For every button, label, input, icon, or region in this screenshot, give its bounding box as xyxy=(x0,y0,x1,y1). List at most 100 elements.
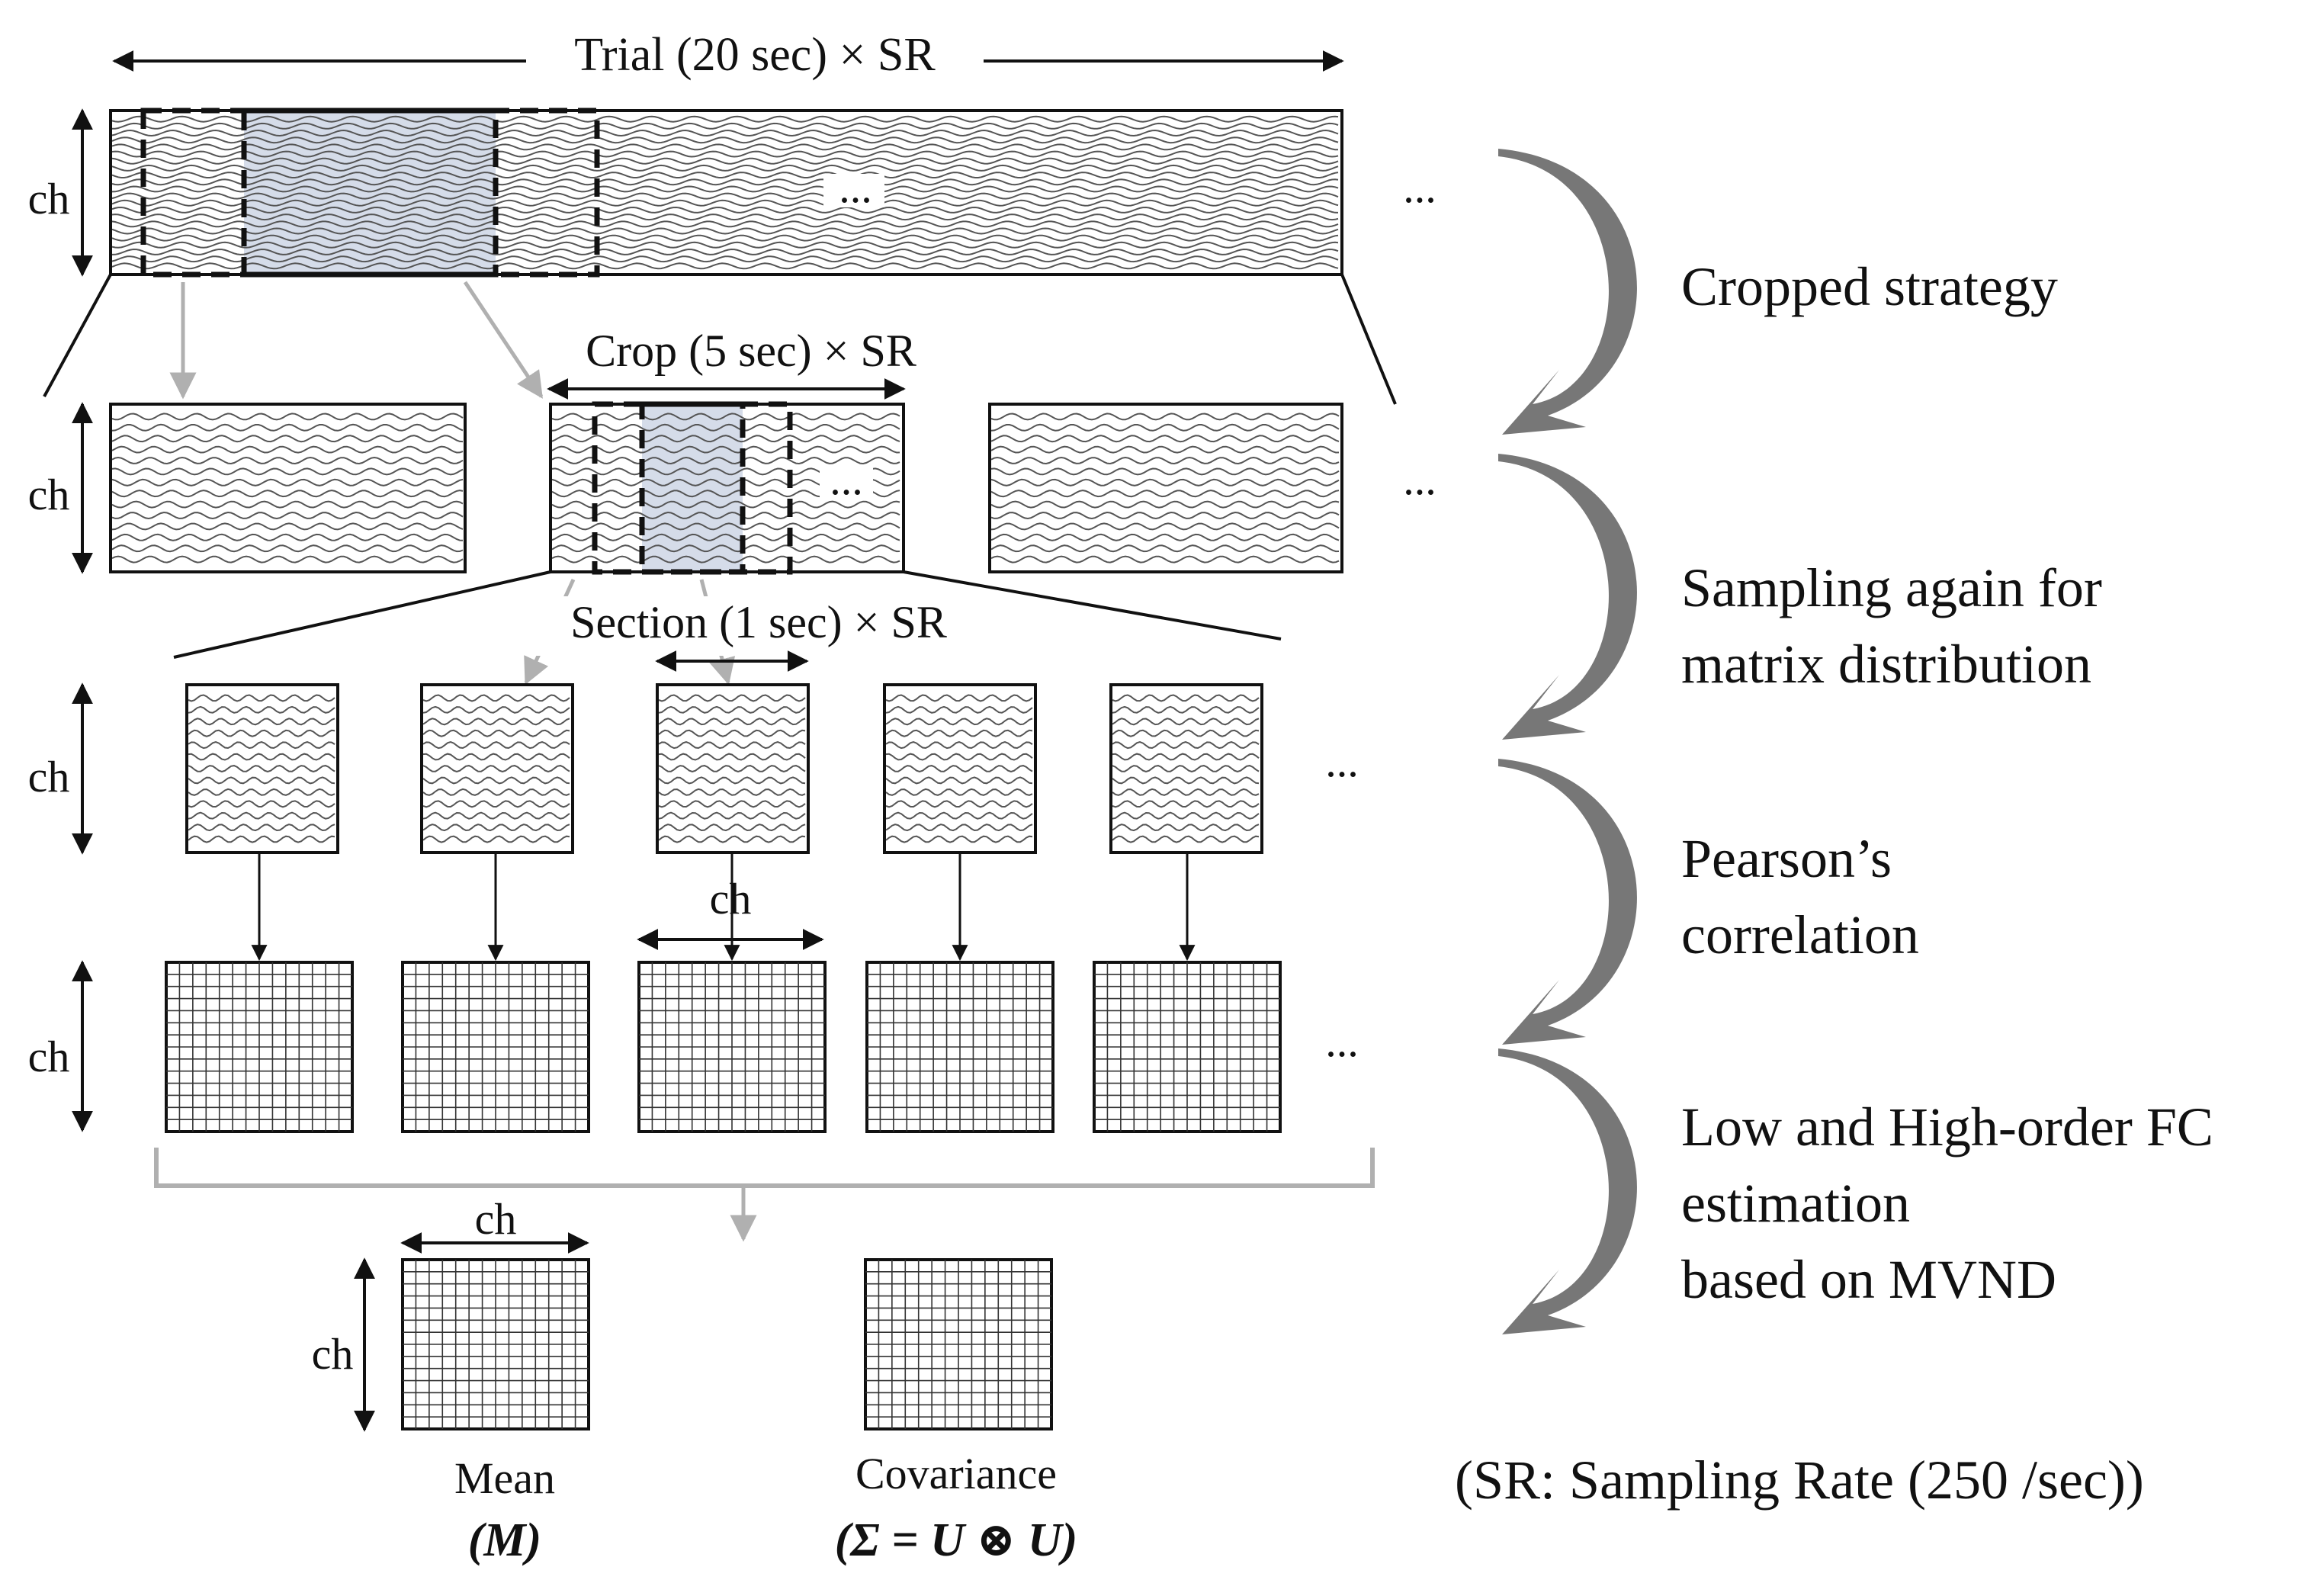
signal-wave xyxy=(1112,824,1260,832)
signal-wave xyxy=(111,533,464,541)
signal-wave xyxy=(111,478,464,486)
signal-wave xyxy=(1112,753,1260,761)
signal-wave xyxy=(111,157,1339,165)
signal-wave xyxy=(188,776,335,785)
footnote: (SR: Sampling Rate (250 /sec)) xyxy=(1455,1450,2144,1511)
signal-wave xyxy=(658,729,806,737)
curved-down-arrow-icon xyxy=(1498,759,1637,1045)
signal-wave xyxy=(422,694,570,702)
signal-wave xyxy=(188,835,335,843)
signal-wave xyxy=(658,788,806,796)
section-row-ellipsis: ... xyxy=(1325,737,1359,786)
crop-1-box xyxy=(109,403,467,573)
signal-wave xyxy=(658,824,806,832)
signal-wave xyxy=(188,800,335,808)
signal-wave xyxy=(551,423,900,432)
fc-matrix xyxy=(1093,961,1282,1133)
step-3-line-2: correlation xyxy=(1681,904,1919,965)
signal-wave xyxy=(1112,741,1260,750)
crop-row-ellipsis: ... xyxy=(1403,454,1436,504)
signal-wave xyxy=(658,765,806,773)
signal-wave xyxy=(551,435,900,443)
signal-wave xyxy=(422,776,570,785)
matrix-row-ellipsis: ... xyxy=(1325,1016,1359,1066)
signal-wave xyxy=(1112,776,1260,785)
fc-matrix xyxy=(401,961,590,1133)
signal-wave xyxy=(188,765,335,773)
signal-wave xyxy=(1112,811,1260,820)
signal-wave xyxy=(551,555,900,564)
mean-label: Mean xyxy=(454,1453,555,1503)
crop-2-waves xyxy=(551,413,900,564)
crop-3-box xyxy=(988,403,1343,573)
signal-wave xyxy=(111,467,464,476)
signal-wave xyxy=(422,753,570,761)
section-box xyxy=(420,683,574,854)
fc-matrix xyxy=(637,961,827,1133)
signal-wave xyxy=(422,729,570,737)
signal-wave xyxy=(111,248,1339,255)
signal-wave xyxy=(885,824,1033,832)
signal-wave xyxy=(990,490,1340,498)
signal-wave xyxy=(990,413,1340,421)
signal-wave xyxy=(1112,765,1260,773)
section-window xyxy=(656,683,810,854)
signal-wave xyxy=(658,753,806,761)
signal-wave xyxy=(188,694,335,702)
aggregation-bracket xyxy=(154,1148,1375,1242)
signal-wave xyxy=(111,423,464,432)
crop-label: Crop (5 sec) × SR xyxy=(586,326,916,376)
section-label: Section (1 sec) × SR xyxy=(570,597,947,647)
signal-wave xyxy=(111,136,1339,144)
signal-wave xyxy=(1112,835,1260,843)
signal-wave xyxy=(422,800,570,808)
signal-wave xyxy=(188,811,335,820)
signal-wave xyxy=(551,533,900,541)
signal-wave xyxy=(658,800,806,808)
signal-wave xyxy=(551,511,900,520)
trial-signal-box xyxy=(109,109,1343,276)
matrix-row: ch ch ... xyxy=(28,874,1359,1133)
signal-wave xyxy=(990,533,1340,541)
signal-wave xyxy=(188,788,335,796)
fc-matrix xyxy=(865,961,1054,1133)
signal-wave xyxy=(111,143,1339,151)
section-windows xyxy=(185,683,1263,854)
signal-wave xyxy=(422,705,570,714)
fc-matrix xyxy=(165,961,354,1133)
signal-wave xyxy=(111,456,464,465)
trial-channel-label: ch xyxy=(28,174,70,223)
mean-matrix xyxy=(401,1258,590,1430)
signal-wave xyxy=(111,178,1339,186)
signal-wave xyxy=(111,164,1339,172)
signal-wave xyxy=(990,511,1340,520)
signal-wave xyxy=(990,456,1340,465)
signal-wave xyxy=(111,220,1339,228)
step-2-line-1: Sampling again for xyxy=(1681,557,2102,618)
signal-wave xyxy=(111,255,1339,263)
signal-wave xyxy=(885,705,1033,714)
signal-wave xyxy=(111,192,1339,200)
signal-wave xyxy=(1112,788,1260,796)
crop-row: ch Crop (5 sec) × SR ... ... xyxy=(28,326,1436,575)
step-labels: Cropped strategy Sampling again for matr… xyxy=(1681,256,2213,1310)
curved-down-arrow-icon xyxy=(1498,454,1637,740)
signal-wave xyxy=(111,511,464,520)
signal-wave xyxy=(188,753,335,761)
signal-wave xyxy=(422,824,570,832)
signal-wave xyxy=(885,753,1033,761)
signal-wave xyxy=(422,718,570,726)
mean-width-label: ch xyxy=(475,1194,517,1244)
signal-wave xyxy=(111,185,1339,193)
signal-wave xyxy=(885,811,1033,820)
distribution-row: ch ch Mean (M) Covariance (Σ = U ⊗ U) xyxy=(312,1194,1078,1566)
signal-wave xyxy=(990,445,1340,454)
signal-wave xyxy=(551,456,900,465)
step-3-line-1: Pearson’s xyxy=(1681,828,1892,889)
curved-down-arrow-icon xyxy=(1498,149,1637,435)
signal-wave xyxy=(885,694,1033,702)
crop-2-highlight-region xyxy=(642,404,743,572)
section-to-matrix-arrows xyxy=(251,853,1196,962)
signal-wave xyxy=(658,811,806,820)
